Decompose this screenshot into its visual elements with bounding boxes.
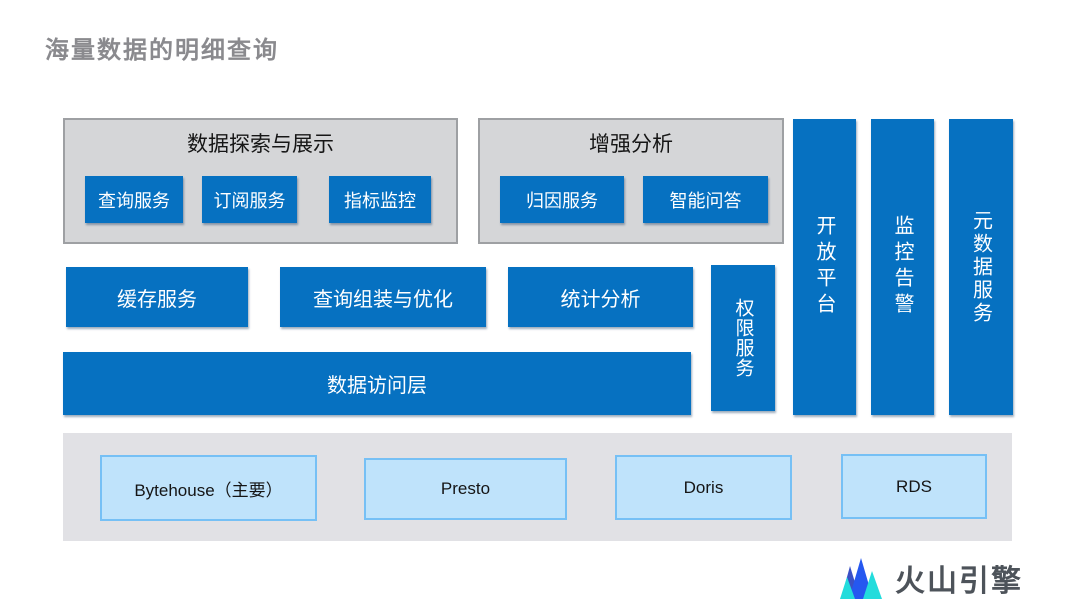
chip-metric-monitor: 指标监控 <box>329 176 431 223</box>
pillar-permission-service: 权限服务 <box>711 265 775 411</box>
logo-text: 火山引擎 <box>895 565 1023 598</box>
mountain-peaks-icon <box>839 557 883 599</box>
panel-data-exploration-title: 数据探索与展示 <box>187 132 334 156</box>
box-query-assembly-optimization: 查询组装与优化 <box>280 267 486 327</box>
engine-rds: RDS <box>841 454 987 519</box>
box-statistical-analysis: 统计分析 <box>508 267 693 327</box>
panel-data-exploration: 数据探索与展示 查询服务 订阅服务 指标监控 <box>63 118 458 244</box>
chip-subscription-service: 订阅服务 <box>202 176 297 223</box>
panel-augmented-analytics-title: 增强分析 <box>589 132 673 156</box>
page-title: 海量数据的明细查询 <box>45 37 279 64</box>
box-data-access-layer: 数据访问层 <box>63 352 691 415</box>
pillar-metadata-service: 元数据服务 <box>949 119 1013 415</box>
volcengine-logo: 火山引擎 <box>839 556 1023 600</box>
panel-augmented-analytics: 增强分析 归因服务 智能问答 <box>478 118 784 244</box>
box-cache-service: 缓存服务 <box>66 267 248 327</box>
engine-doris: Doris <box>615 455 792 520</box>
chip-attribution-service: 归因服务 <box>500 176 624 223</box>
engine-presto: Presto <box>364 458 567 520</box>
chip-smart-qa: 智能问答 <box>643 176 768 223</box>
engine-bytehouse: Bytehouse（主要） <box>100 455 317 521</box>
pillar-monitor-alert: 监控告警 <box>871 119 934 415</box>
chip-query-service: 查询服务 <box>85 176 183 223</box>
pillar-open-platform: 开放平台 <box>793 119 856 415</box>
